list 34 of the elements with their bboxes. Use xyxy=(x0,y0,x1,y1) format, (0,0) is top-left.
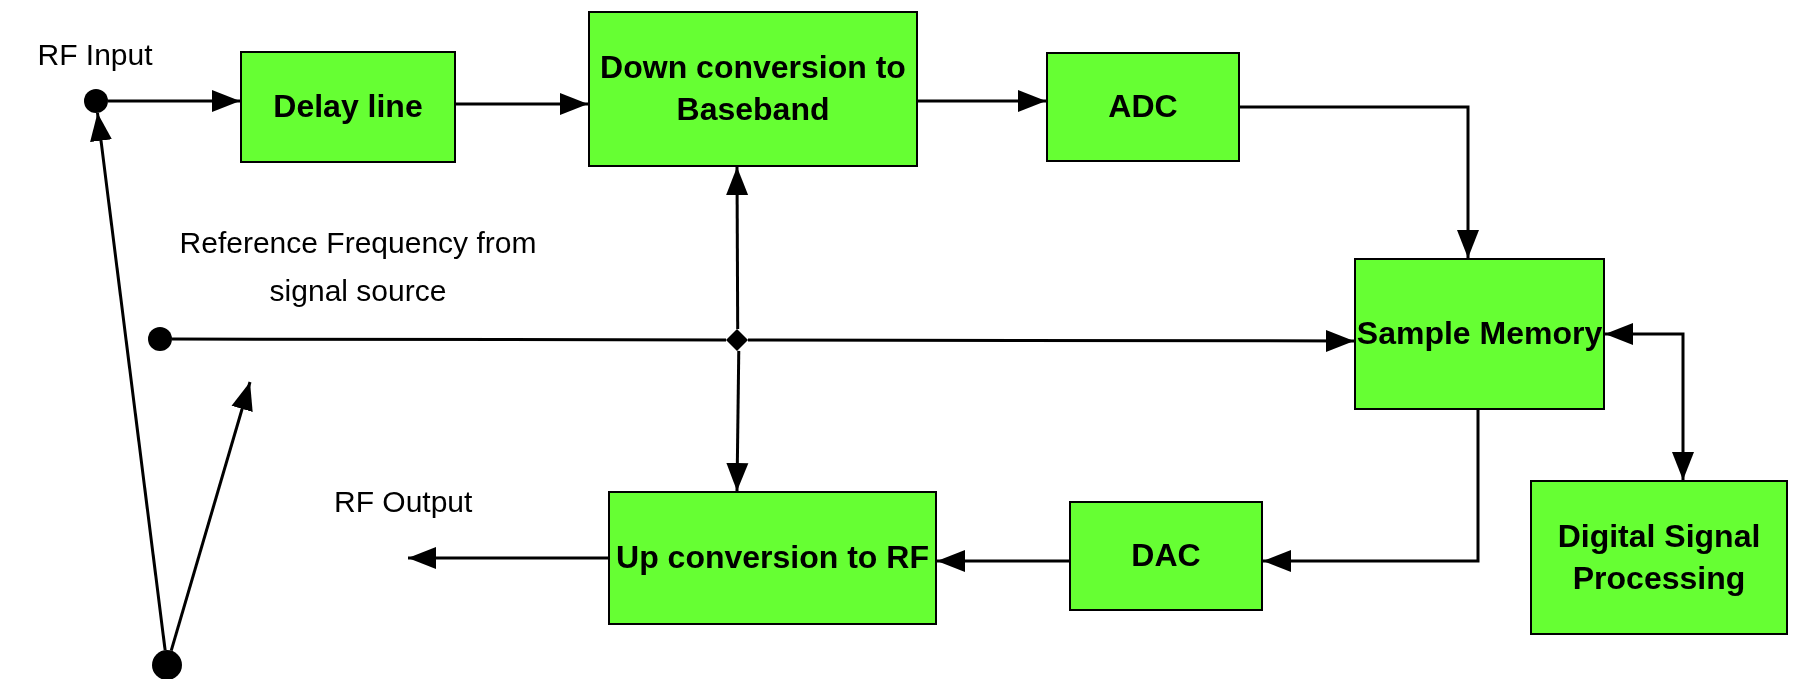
arrow xyxy=(456,93,588,115)
process-box xyxy=(1046,52,1240,162)
arrow xyxy=(1263,410,1480,572)
terminal-dot xyxy=(84,89,108,113)
arrow xyxy=(748,329,1354,352)
process-box xyxy=(1354,258,1605,410)
terminal-dot xyxy=(148,327,172,351)
block-label: Down conversion to Baseband xyxy=(599,48,907,129)
arrow xyxy=(108,90,240,112)
port-label: RF Output xyxy=(334,484,473,520)
arrow xyxy=(169,381,253,652)
junction-diamond xyxy=(726,329,748,351)
output-arrow xyxy=(408,547,608,569)
connector-line xyxy=(172,337,726,342)
arrow xyxy=(1605,323,1694,480)
arrow xyxy=(90,112,167,651)
process-box xyxy=(1069,501,1263,611)
port-label: Reference Frequency from signal source xyxy=(178,225,538,309)
arrow xyxy=(726,167,749,330)
block-label: Delay line xyxy=(273,87,423,127)
arrow xyxy=(918,90,1046,112)
block-label: DAC xyxy=(1131,536,1201,576)
process-box xyxy=(240,51,456,163)
block-label: Digital Signal Processing xyxy=(1556,516,1762,598)
process-box xyxy=(588,11,918,167)
port-label: RF Input xyxy=(36,37,154,73)
arrow xyxy=(1240,105,1479,258)
arrow xyxy=(726,350,749,492)
block-label: ADC xyxy=(1108,87,1178,127)
block-label: Sample Memory xyxy=(1356,314,1603,354)
process-box xyxy=(1530,480,1788,635)
process-box xyxy=(608,491,937,625)
block-label: Up conversion to RF xyxy=(616,538,929,578)
arrow xyxy=(937,550,1069,572)
